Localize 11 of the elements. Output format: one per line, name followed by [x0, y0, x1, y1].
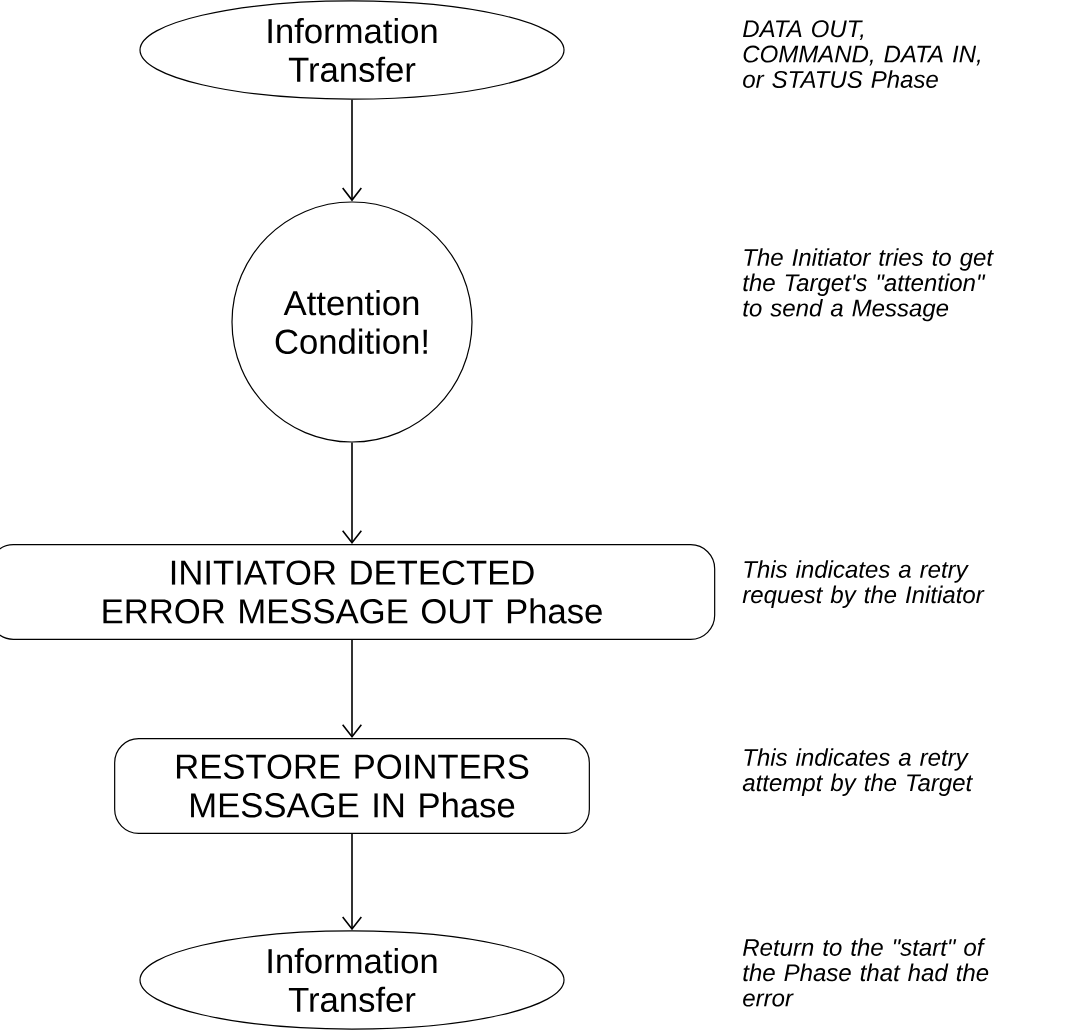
annotation-text: DATA OUT, COMMAND, DATA IN, or STATUS Phase: [743, 20, 980, 88]
annotation-text: This indicates a retry request by the Initiator: [742, 560, 985, 608]
process-box: RESTORE POINTERS MESSAGE IN Phase: [114, 738, 590, 834]
annotation-text: This indicates a retry attempt by the Target: [742, 748, 974, 796]
annotation-text: The Initiator tries to get the Target's "attention" to send a Message: [743, 248, 994, 322]
arrow: [341, 98, 363, 202]
arrow: [341, 441, 363, 545]
arrow: [341, 833, 363, 931]
annotation-text: Return to the "start" of the Phase that had the error: [743, 938, 989, 1007]
arrow: [341, 639, 363, 739]
process-box: INITIATOR DETECTED ERROR MESSAGE OUT Phase: [0, 544, 716, 640]
